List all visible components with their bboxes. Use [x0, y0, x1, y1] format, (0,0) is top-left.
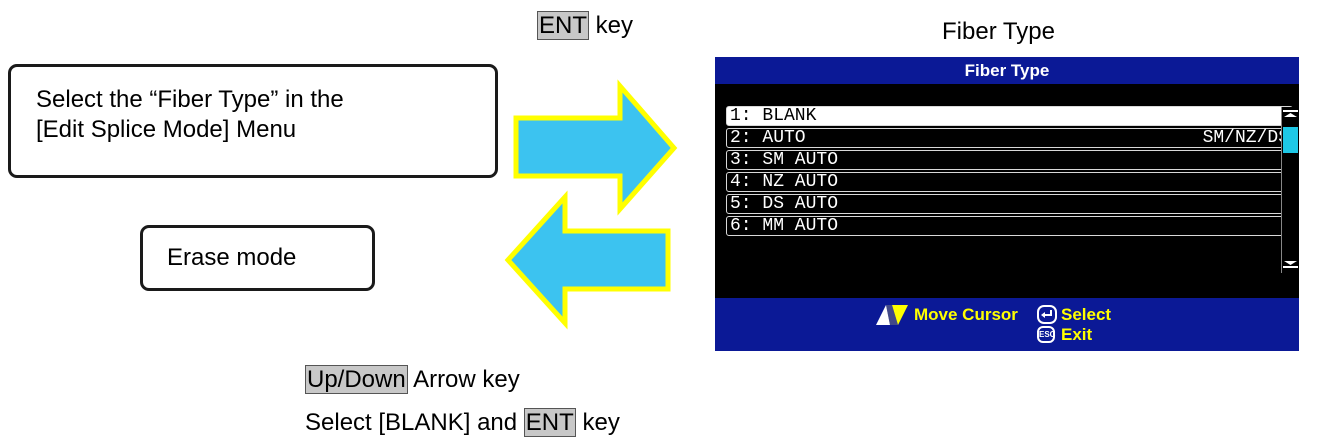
list-item-label: 1: BLANK	[730, 106, 817, 126]
screen-title: Fiber Type	[715, 57, 1299, 84]
list-item-auto[interactable]: 2: AUTO SM/NZ/DS	[726, 128, 1293, 148]
move-cursor-label: Move Cursor	[914, 305, 1018, 324]
scroll-up-icon[interactable]	[1283, 110, 1298, 118]
list-item-detail: SM/NZ/DS	[1202, 128, 1289, 148]
select-fiber-type-box: Select the “Fiber Type” in the [Edit Spl…	[8, 64, 498, 178]
select-label: Select	[1061, 305, 1112, 324]
list-item-blank[interactable]: 1: BLANK	[726, 106, 1293, 126]
scrollbar-thumb[interactable]	[1283, 127, 1298, 153]
list-item-label: 6: MM AUTO	[730, 216, 839, 236]
ent-key-label: ENT key	[537, 11, 633, 41]
list-item-nz-auto[interactable]: 4: NZ AUTO	[726, 172, 1293, 192]
exit-label: Exit	[1061, 325, 1093, 344]
fiber-type-caption: Fiber Type	[942, 18, 1055, 45]
ent-key-suffix: key	[589, 12, 634, 39]
list-item-label: 3: SM AUTO	[730, 150, 839, 170]
instruction-line-1: Up/Down Arrow key	[305, 365, 520, 395]
fiber-type-list: 1: BLANK 2: AUTO SM/NZ/DS 3: SM AUTO 4: …	[726, 106, 1294, 238]
erase-mode-box: Erase mode	[140, 225, 375, 291]
left-arrow-icon	[504, 190, 671, 330]
screen-footer: Move Cursor Select ESC Exit	[715, 298, 1299, 351]
instruction-2-suffix: key	[575, 409, 620, 436]
instruction-1-suffix: Arrow key	[407, 366, 520, 393]
list-item-label: 2: AUTO	[730, 128, 806, 148]
erase-mode-label: Erase mode	[167, 244, 297, 271]
list-item-mm-auto[interactable]: 6: MM AUTO	[726, 216, 1293, 236]
enter-key-icon	[1037, 305, 1057, 324]
scrollbar[interactable]	[1281, 107, 1298, 273]
select-box-line2: [Edit Splice Mode] Menu	[36, 116, 297, 143]
esc-key-icon: ESC	[1037, 326, 1055, 343]
right-arrow-icon	[513, 79, 678, 216]
instruction-line-2: Select [BLANK] and ENT key	[305, 408, 620, 438]
select-box-line1: Select the “Fiber Type” in the	[36, 86, 344, 113]
instruction-2-prefix: Select [BLANK] and	[305, 409, 524, 436]
list-item-ds-auto[interactable]: 5: DS AUTO	[726, 194, 1293, 214]
list-item-label: 4: NZ AUTO	[730, 172, 839, 192]
ent-keycap: ENT	[537, 11, 589, 40]
ent-keycap-2: ENT	[523, 408, 576, 437]
list-item-sm-auto[interactable]: 3: SM AUTO	[726, 150, 1293, 170]
scroll-down-icon[interactable]	[1283, 260, 1298, 268]
list-item-label: 5: DS AUTO	[730, 194, 839, 214]
up-down-arrows-icon	[876, 305, 908, 325]
fiber-type-screen: Fiber Type 1: BLANK 2: AUTO SM/NZ/DS 3: …	[715, 57, 1299, 351]
up-down-keycap: Up/Down	[305, 365, 408, 394]
